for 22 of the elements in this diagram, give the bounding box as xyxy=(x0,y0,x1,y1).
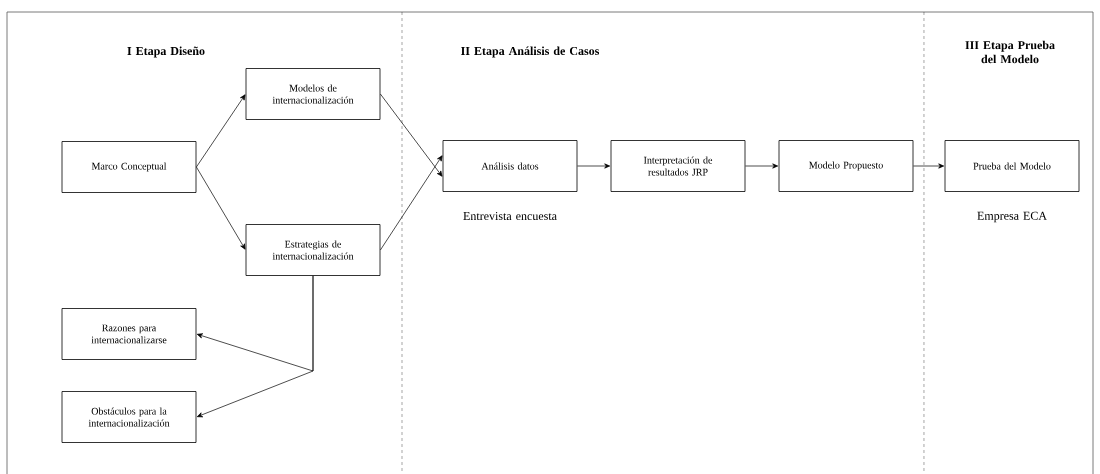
process-box: Interpretación de resultados JRP xyxy=(610,140,746,192)
arrow xyxy=(196,94,246,168)
stage-heading: II Etapa Análisis de Casos xyxy=(461,46,600,58)
arrow xyxy=(913,163,945,169)
process-box: Razones para internacionalizarse xyxy=(61,308,197,360)
arrow xyxy=(745,163,779,169)
process-box: Análisis datos xyxy=(442,140,578,192)
note-text: Empresa ECA xyxy=(977,211,1047,223)
note-text: Entrevista encuesta xyxy=(463,211,557,221)
process-box: Modelos de internacionalización xyxy=(245,68,381,120)
process-box: Obstáculos para la internacionalización xyxy=(61,391,197,443)
stage-heading: III Etapa Prueba del Modelo xyxy=(965,40,1055,64)
arrow xyxy=(196,166,246,250)
process-box: Modelo Propuesto xyxy=(778,140,914,192)
arrow xyxy=(380,93,443,177)
arrow xyxy=(380,155,443,251)
stage-heading: I Etapa Diseño xyxy=(127,46,205,58)
arrow xyxy=(196,275,314,418)
process-box: Estrategias de internacionalización xyxy=(245,224,381,276)
process-box: Marco Conceptual xyxy=(61,141,197,193)
arrow xyxy=(577,163,611,169)
process-box: Prueba del Modelo xyxy=(944,140,1080,192)
